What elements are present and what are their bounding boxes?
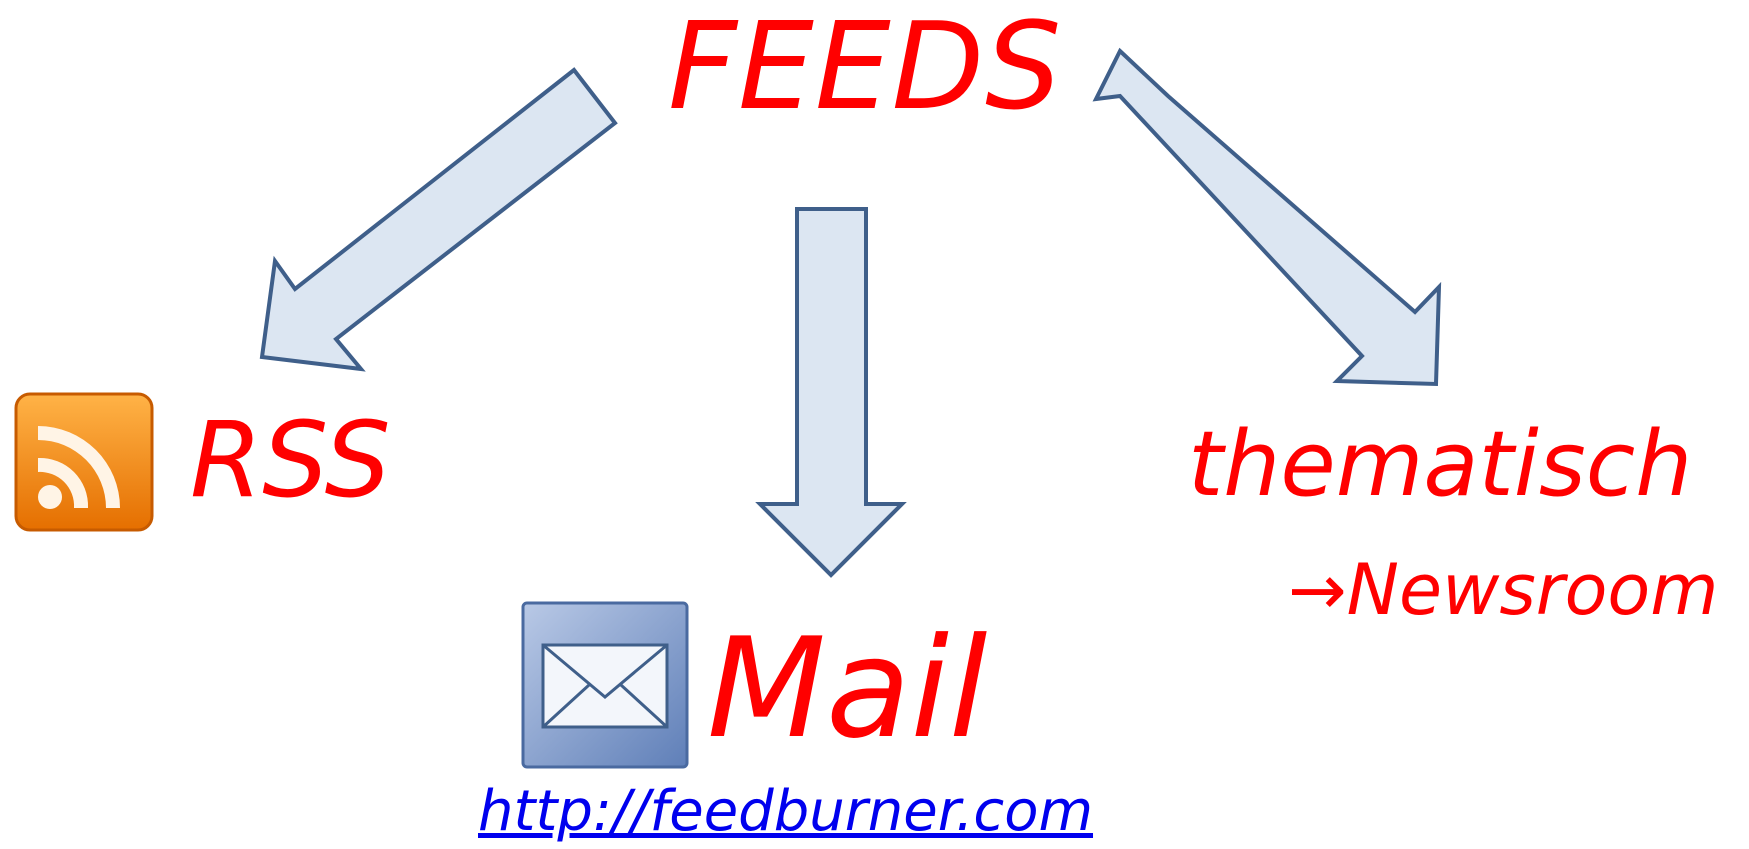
mail-envelope-icon	[521, 601, 689, 769]
diagram-title: FEEDS	[668, 0, 1063, 137]
branch-thematisch-label: thematisch	[1188, 412, 1693, 517]
feedburner-link[interactable]: http://feedburner.com	[478, 779, 1094, 844]
rss-icon	[14, 392, 154, 532]
newsroom-label: →Newsroom	[1288, 549, 1719, 631]
arrow-to-mail	[755, 207, 907, 578]
branch-mail-label: Mail	[707, 608, 988, 769]
arrow-to-thematisch	[1092, 47, 1442, 387]
arrow-to-rss	[259, 67, 618, 372]
branch-rss-label: RSS	[190, 399, 391, 521]
